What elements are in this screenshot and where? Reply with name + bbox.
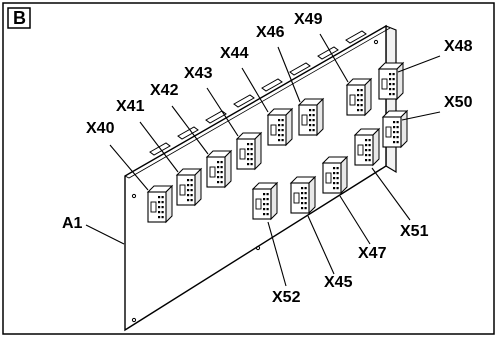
connector-label-x48: X48 [444,38,473,55]
connector-x44 [266,107,294,147]
leader-a1 [85,224,125,245]
connector-x40 [146,184,174,224]
connector-label-x45: X45 [324,274,353,291]
mount-hole [131,193,137,199]
connectors [146,61,409,224]
board-label-a1: A1 [62,215,83,232]
connector-x45 [289,175,317,215]
connector-x46 [297,97,325,137]
connector-x47 [321,155,349,195]
connector-x48 [377,61,405,101]
connector-x51 [353,127,381,167]
leader-x42 [171,105,209,155]
panel-letter-box [7,7,31,29]
connector-label-x50: X50 [444,94,473,111]
connector-x42 [205,149,233,189]
connector-label-x43: X43 [184,65,213,82]
panel-letter: B [13,8,26,28]
connector-x50 [381,109,409,149]
mount-hole [131,317,137,323]
connector-label-x47: X47 [358,245,387,262]
leader-x52 [267,221,287,287]
leader-x49 [319,33,349,83]
leader-x41 [139,121,179,173]
leader-x44 [241,67,269,113]
leader-lines [85,33,441,287]
connector-label-x44: X44 [220,45,249,62]
connector-label-x49: X49 [294,11,323,28]
connector-label-x40: X40 [86,120,115,137]
leader-x45 [307,215,335,275]
connector-x43 [235,131,263,171]
connector-label-x51: X51 [400,223,429,240]
connector-label-x42: X42 [150,82,179,99]
leader-x46 [277,46,301,103]
leader-x47 [339,195,371,245]
connector-label-x52: X52 [272,289,301,306]
connector-x52 [251,181,279,221]
connector-label-x46: X46 [256,24,285,41]
leader-x50 [401,111,441,121]
mount-hole [255,245,261,251]
connector-x49 [345,77,373,117]
connector-label-x41: X41 [116,98,145,115]
leader-x48 [397,55,441,73]
leader-x43 [206,87,239,137]
mount-hole [373,39,379,45]
connector-x41 [175,167,203,207]
leader-x40 [109,144,149,191]
leader-x51 [371,167,411,221]
